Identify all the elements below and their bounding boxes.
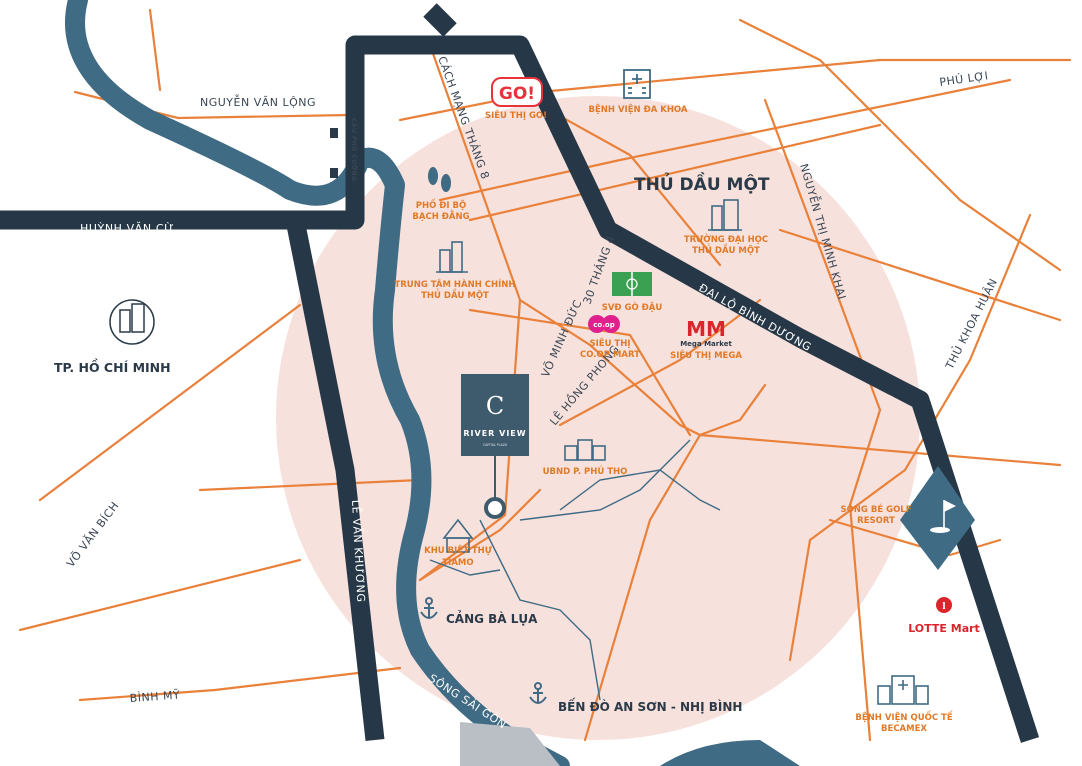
coop-logo-text: co.op <box>593 321 614 329</box>
project-name: RIVER VIEW <box>463 429 526 438</box>
road-vo-van-bich: VÕ VĂN BÍCH <box>64 499 122 570</box>
anchor-icon <box>529 682 547 704</box>
river-saigon <box>65 0 570 766</box>
poi-benh-vien-da-khoa: BỆNH VIỆN ĐA KHOA <box>588 104 687 115</box>
streams <box>429 439 721 701</box>
poi-go-label: SIÊU THỊ GO! <box>485 109 547 121</box>
svg-text:C: C <box>486 392 504 420</box>
road-cau-phu-cuong: CẦU PHÚ CƯỜNG <box>350 118 359 182</box>
highways <box>0 3 1040 743</box>
bridge-icon <box>330 128 338 178</box>
villa-icon <box>442 518 474 553</box>
go-logo-icon: GO! <box>491 77 543 107</box>
city-building-icon <box>109 299 155 345</box>
poi-mega: SIÊU THỊ MEGA <box>670 349 742 361</box>
city-zone <box>276 96 920 740</box>
university-icon <box>708 199 742 231</box>
place-thu-dau-mot: THỦ DẦU MỘT <box>634 171 770 195</box>
project-tagline: CAPITAL PLAZA <box>483 443 508 447</box>
coop-logo-icon: co.op <box>588 315 620 333</box>
port-ben-do: BẾN ĐÒ AN SƠN - NHỊ BÌNH <box>558 698 742 714</box>
poi-coop-l2: CO.OP MART <box>580 350 640 360</box>
project-marker: C RIVER VIEW CAPITAL PLAZA <box>461 374 529 519</box>
poi-ubnd: UBND P. PHÚ THỌ <box>543 465 628 477</box>
poi-pho-di-bo-l2: BẠCH ĐẰNG <box>412 209 469 222</box>
poi-trung-tam-l2: THỦ DẦU MỘT <box>421 288 489 301</box>
road-le-van-khuong: LÊ VĂN KHƯƠNG <box>349 499 367 602</box>
footsteps-icon <box>428 167 451 192</box>
road-nguyen-van-long: NGUYỄN VĂN LỘNG <box>200 94 316 109</box>
road-binh-my: BÌNH MỸ <box>129 689 180 705</box>
poi-coop-l1: SIÊU THỊ <box>589 337 630 349</box>
anchor-icon <box>420 597 438 619</box>
poi-pho-di-bo-l1: PHỐ ĐI BỘ <box>416 198 466 211</box>
svg-text:l: l <box>942 602 946 612</box>
go-logo-text: GO! <box>499 84 535 104</box>
road-huynh-van-cu: HUỲNH VĂN CỪ <box>80 222 174 235</box>
poi-trung-tam-l1: TRUNG TÂM HÀNH CHÍNH <box>394 278 515 290</box>
poi-golf-l2: RESORT <box>857 516 895 526</box>
golf-icon <box>900 466 975 570</box>
poi-tiamo-l1: KHU BIỆT THỰ <box>424 545 493 556</box>
poi-becamex-l1: BỆNH VIỆN QUỐC TẾ <box>855 710 952 723</box>
project-pin <box>484 497 506 519</box>
svg-text:MM: MM <box>686 317 726 341</box>
poi-tiamo-l2: TIAMO <box>442 558 473 568</box>
admin-center-icon <box>436 241 468 273</box>
place-tp-hcm: TP. HỒ CHÍ MINH <box>54 358 171 375</box>
international-hospital-icon <box>877 675 929 705</box>
poi-becamex-l2: BECAMEX <box>881 724 927 734</box>
poi-dai-hoc-l1: TRƯỜNG ĐẠI HỌC <box>684 233 768 245</box>
poi-svd-go-dau: SVĐ GÒ ĐẬU <box>602 301 663 313</box>
government-building-icon <box>564 439 606 461</box>
lotte-mart-logo-icon: l <box>936 597 952 613</box>
river-bottom-bank <box>460 722 560 766</box>
river-bottom-water <box>660 740 800 766</box>
poi-golf-l1: SÔNG BÉ GOLF <box>840 503 911 515</box>
hospital-icon <box>623 69 651 99</box>
mega-logo-text: Mega Market <box>680 340 732 348</box>
poi-dai-hoc-l2: THỦ DẦU MỘT <box>692 243 760 256</box>
stadium-icon <box>612 272 652 296</box>
local-roads <box>18 8 1072 742</box>
mega-market-logo-icon: MM Mega Market <box>680 317 732 348</box>
port-cang-ba-lua: CẢNG BÀ LỤA <box>446 610 538 626</box>
poi-lotte-mart: LOTTE Mart <box>908 622 980 635</box>
